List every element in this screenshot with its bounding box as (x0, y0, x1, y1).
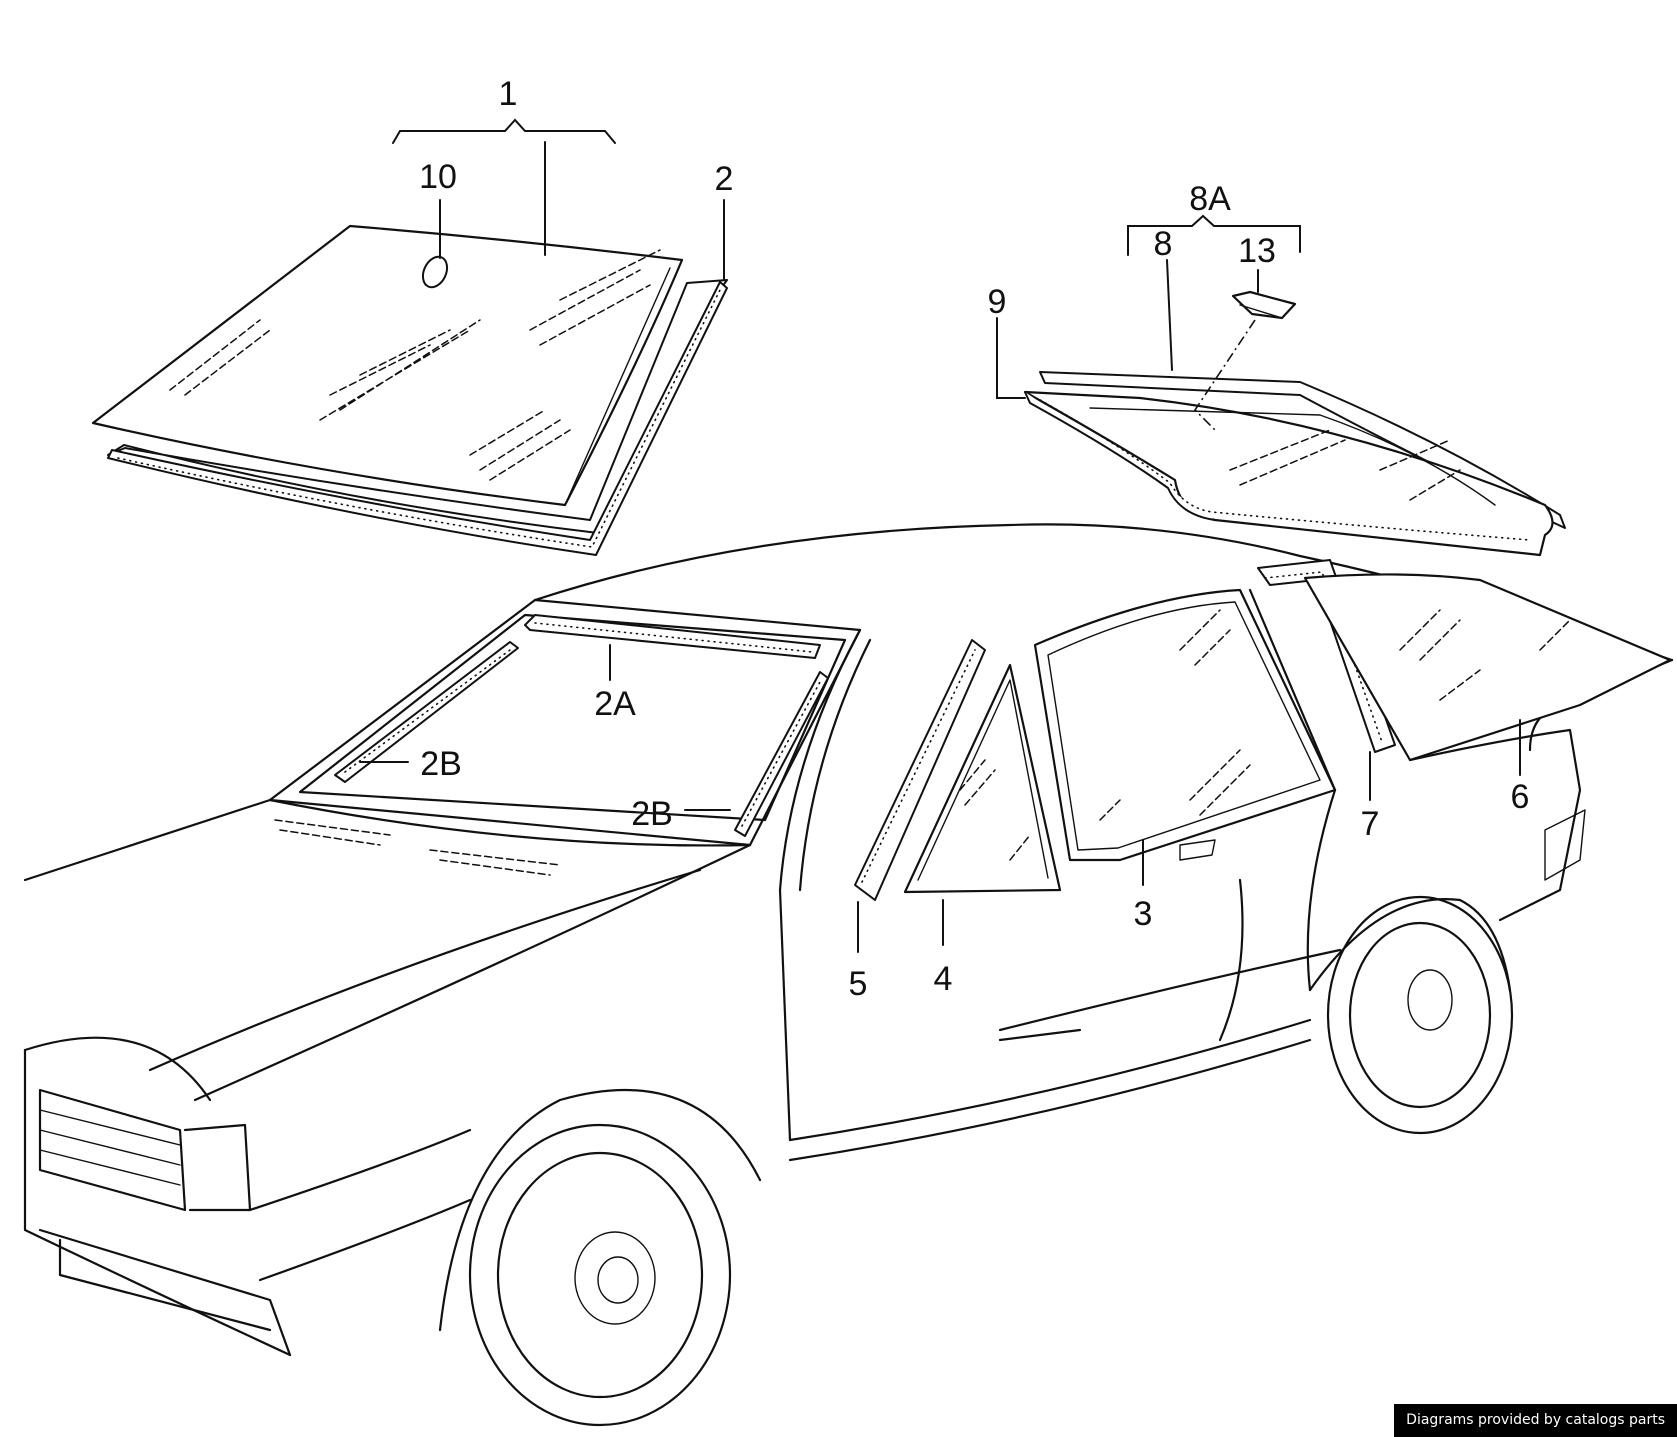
callout-1: 1 (499, 75, 518, 113)
credit-badge: Diagrams provided by catalogs parts (1394, 1404, 1677, 1437)
clip-part (1231, 290, 1297, 320)
callout-3: 3 (1134, 895, 1153, 933)
windshield-shading (169, 249, 661, 481)
callout-8: 8 (1154, 225, 1173, 263)
callout-2: 2 (715, 160, 734, 198)
rear-window-part (1023, 290, 1566, 557)
windshield-glass-part (91, 224, 684, 507)
rear-wheel (1308, 895, 1514, 1135)
callout-9: 9 (988, 283, 1007, 321)
mirror-mount-pad (421, 255, 449, 289)
callout-2B-right: 2B (631, 795, 673, 833)
callout-10: 10 (419, 158, 457, 196)
callout-2A: 2A (594, 685, 636, 723)
windshield-seal-part (107, 279, 728, 556)
callout-7: 7 (1361, 805, 1380, 843)
callout-2B-left: 2B (420, 745, 462, 783)
leader-lines (359, 118, 1521, 953)
callout-labels: 1 10 2 8A 8 13 9 2A 2B 2B 3 4 5 6 7 (419, 75, 1529, 1003)
callout-4: 4 (934, 960, 953, 998)
car-body (23, 523, 1674, 1427)
callout-6: 6 (1511, 778, 1530, 816)
callout-5: 5 (849, 965, 868, 1003)
callout-13: 13 (1238, 232, 1276, 270)
front-wheel (438, 1088, 762, 1427)
callout-8A: 8A (1189, 180, 1231, 218)
